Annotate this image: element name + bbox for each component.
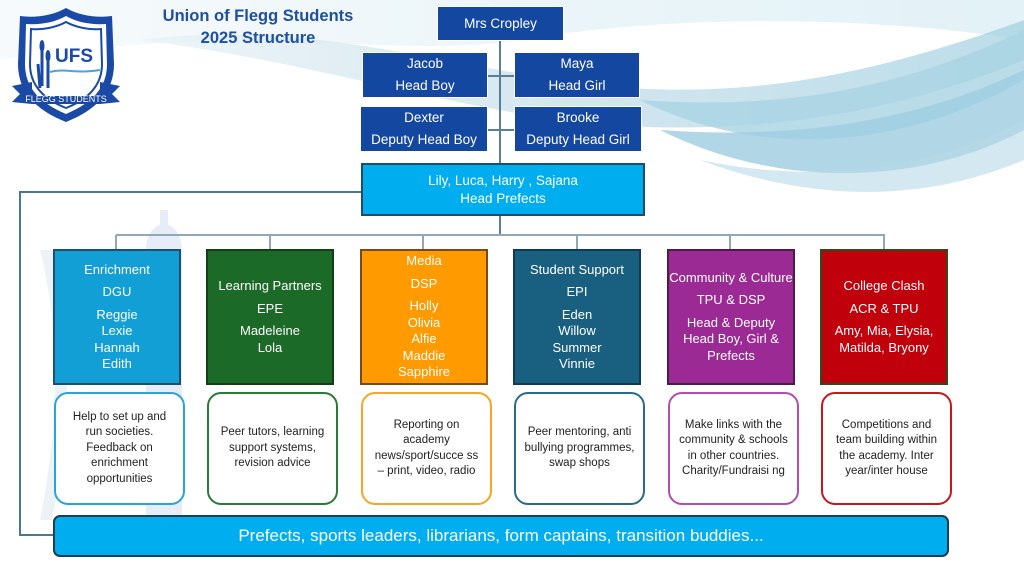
page-title: Union of Flegg Students 2025 Structure: [128, 5, 388, 49]
department-member: Reggie: [96, 306, 138, 322]
svg-text:UNION OF: UNION OF: [53, 90, 81, 96]
department-lead: EPI: [566, 284, 588, 299]
department-lead: TPU & DSP: [696, 292, 766, 308]
connector-left-loop: [19, 191, 362, 536]
department-member: Sapphire: [397, 364, 451, 380]
title-line-2: 2025 Structure: [200, 29, 316, 47]
department-member: Madeleine: [240, 323, 300, 338]
description-text: Competitions and team building within th…: [835, 418, 937, 478]
node-deputy-head-boy: Dexter Deputy Head Boy: [360, 106, 488, 152]
department-lead: ACR & TPU: [849, 300, 919, 316]
description-text: Make links with the community & schools …: [679, 418, 788, 478]
description-text: Reporting on academy news/sport/succe ss…: [374, 418, 479, 478]
department-member: Hannah: [94, 339, 140, 355]
department-member: Lexie: [101, 323, 133, 338]
department-member: Willow: [558, 323, 596, 338]
department-member: Head Boy, Girl &: [683, 331, 779, 347]
department-title: College Clash: [843, 278, 925, 293]
node-mrs-cropley: Mrs Cropley: [437, 6, 564, 41]
department-member: Summer: [552, 339, 602, 355]
department-description: Peer tutors, learning support systems, r…: [207, 392, 338, 505]
node-name: Maya: [560, 56, 594, 71]
node-head-girl: Maya Head Girl: [514, 52, 640, 98]
department-member: Prefects: [707, 347, 755, 363]
node-names: Lily, Luca, Harry , Sajana: [428, 172, 578, 188]
department-member: Holly: [409, 298, 439, 314]
department-description: Make links with the community & schools …: [668, 392, 799, 505]
department-title: Learning Partners: [218, 278, 322, 293]
node-deputy-head-girl: Brooke Deputy Head Girl: [514, 106, 642, 152]
department-lead: DGU: [102, 284, 132, 299]
svg-text:FLEGG STUDENTS: FLEGG STUDENTS: [25, 94, 107, 104]
node-label: Mrs Cropley: [464, 15, 537, 31]
department-member: Head & Deputy: [686, 314, 776, 330]
shield-logo-icon: UFS UNION OF FLEGG STUDENTS: [12, 8, 120, 122]
node-role: Head Girl: [548, 78, 606, 93]
department-description: Competitions and team building within th…: [821, 392, 952, 505]
node-name: Jacob: [406, 56, 444, 71]
description-text: Help to set up and run societies. Feedba…: [72, 410, 167, 485]
department-member: Matilda, Bryony: [839, 339, 929, 355]
department-lead: EPE: [256, 300, 283, 316]
svg-text:UFS: UFS: [55, 46, 93, 67]
department-member: Lola: [257, 339, 283, 355]
node-head-prefects: Lily, Luca, Harry , Sajana Head Prefects: [361, 163, 645, 216]
department-description: Reporting on academy news/sport/succe ss…: [361, 392, 492, 505]
node-role: Deputy Head Boy: [371, 132, 477, 147]
node-role: Head Boy: [395, 78, 455, 93]
department-member: Amy, Mia, Elysia,: [834, 323, 934, 338]
department-member: Maddie: [402, 347, 446, 363]
bottom-roles-bar: Prefects, sports leaders, librarians, fo…: [53, 515, 949, 557]
department-member: Alfie: [411, 331, 437, 347]
department-title: Media: [406, 253, 442, 269]
department-description: Peer mentoring, anti bullying programmes…: [514, 392, 645, 505]
node-name: Dexter: [404, 110, 444, 125]
department-member: Eden: [561, 306, 593, 322]
node-name: Brooke: [556, 110, 600, 125]
bottom-roles-text: Prefects, sports leaders, librarians, fo…: [238, 526, 764, 545]
node-role: Head Prefects: [460, 190, 546, 206]
department-member: Vinnie: [559, 356, 595, 371]
description-text: Peer mentoring, anti bullying programmes…: [524, 426, 635, 470]
title-line-1: Union of Flegg Students: [162, 7, 354, 25]
department-title: Student Support: [530, 261, 624, 277]
node-head-boy: Jacob Head Boy: [362, 52, 488, 98]
department-title: Community & Culture: [669, 269, 793, 285]
department-description: Help to set up and run societies. Feedba…: [54, 392, 185, 505]
ufs-logo: UFS UNION OF FLEGG STUDENTS: [8, 4, 124, 124]
department-lead: DSP: [410, 275, 438, 291]
description-text: Peer tutors, learning support systems, r…: [220, 426, 325, 470]
department-member: Olivia: [407, 314, 441, 330]
node-role: Deputy Head Girl: [526, 132, 630, 147]
department-title: Enrichment: [84, 261, 150, 277]
department-member: Edith: [102, 356, 132, 371]
